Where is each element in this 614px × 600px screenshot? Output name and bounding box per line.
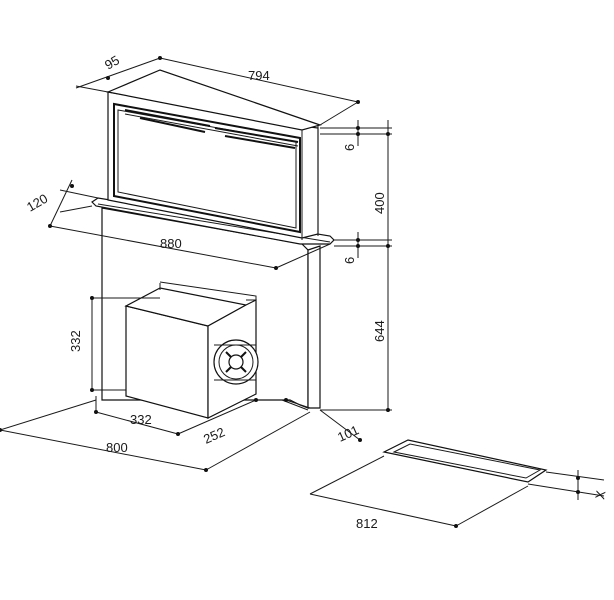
dim-body-depth: 101 [335, 422, 361, 445]
cutout-plate [382, 439, 548, 483]
dim-body-width: 800 [106, 440, 128, 455]
dim-cutout-width: 812 [356, 516, 378, 531]
dim-width-top: 794 [248, 68, 270, 83]
dim-body-height: 644 [372, 320, 387, 342]
upper-panel [105, 69, 323, 240]
dim-flange-depth: 120 [24, 191, 50, 215]
dim-flange-width: 880 [160, 236, 182, 251]
dim-motor-width: 332 [130, 412, 152, 427]
dim-cutout-depth: X [592, 489, 608, 500]
dim-depth-top: 95 [102, 52, 122, 72]
dim-motor-height: 332 [68, 330, 83, 352]
dim-flange-gap-bottom: 6 [342, 257, 357, 264]
dimension-lines [0, 56, 605, 528]
dim-panel-height: 400 [372, 192, 387, 214]
dim-motor-depth: 252 [201, 424, 227, 447]
dim-flange-gap-top: 6 [342, 144, 357, 151]
